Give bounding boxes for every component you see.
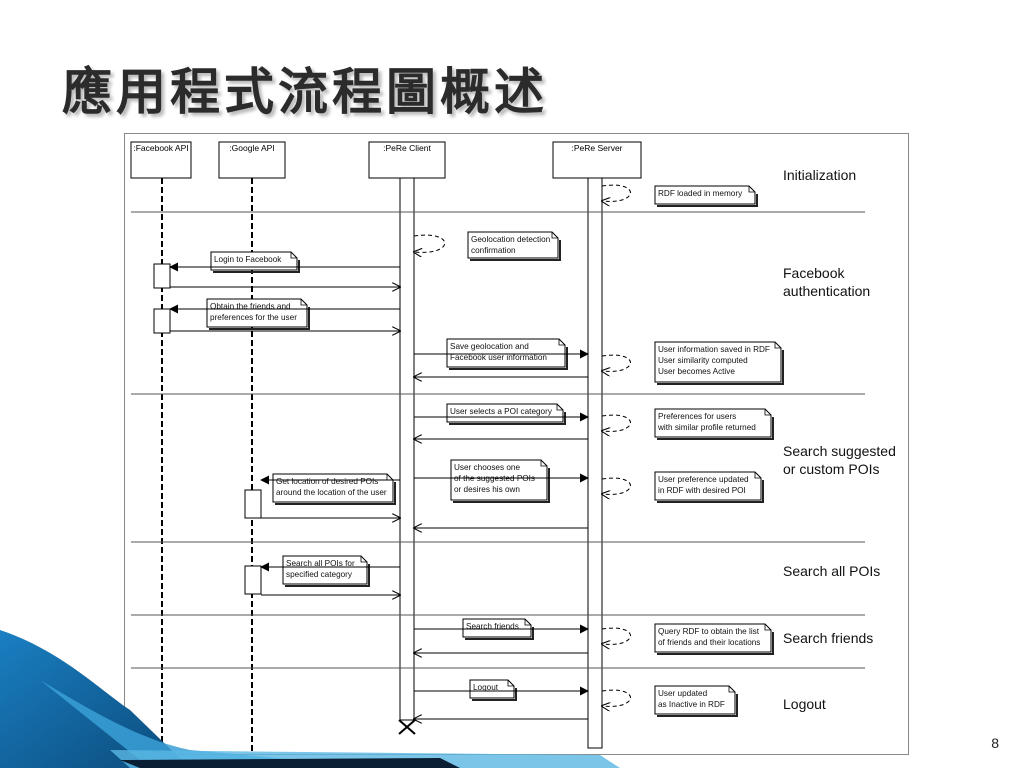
participant-label: :Google API (229, 143, 274, 153)
note-box (654, 471, 762, 501)
note-box (654, 685, 736, 715)
note-fold (748, 186, 755, 193)
note-text: RDF loaded in memory (658, 189, 743, 198)
note-shadow (449, 412, 566, 425)
note-shadow (657, 350, 784, 385)
sequence-diagram: :Facebook API :Google API :PeRe Client :PeR… (124, 133, 909, 755)
sequence-diagram-svg: :Facebook API :Google API :PeRe Client :PeR… (130, 141, 896, 754)
activation-pere-client (399, 177, 415, 721)
note-fold (360, 556, 367, 563)
self-call-arrow (602, 627, 631, 644)
note-text: User selects a POI category (450, 407, 553, 416)
participant-label: :PeRe Server (571, 143, 622, 153)
participant-label: :Facebook API (133, 143, 188, 153)
note-shadow (209, 307, 310, 330)
lifeline-head-pere-server (552, 141, 642, 179)
page-number: 8 (991, 735, 999, 751)
note-shadow (465, 627, 534, 640)
note-fold (524, 619, 531, 626)
note-box (206, 298, 308, 328)
note-box (462, 618, 532, 638)
note-shadow (470, 240, 561, 261)
note-box (654, 623, 772, 653)
section-label: Search friends (783, 630, 873, 646)
section-label: Initialization (783, 167, 856, 183)
self-call-arrow (602, 477, 631, 494)
note-text: Search friends (466, 622, 519, 631)
note-box (654, 408, 772, 438)
note-fold (290, 252, 297, 259)
note-box (282, 555, 368, 585)
note-fold (556, 404, 563, 411)
self-call-arrow (602, 184, 631, 201)
self-call-arrow (414, 234, 445, 252)
note-box (654, 185, 756, 205)
lifeline-head-facebook-api (130, 141, 192, 179)
decorative-swoosh (0, 630, 620, 768)
note-box (654, 341, 782, 383)
note-box (450, 459, 548, 501)
lifeline-head-pere-client (368, 141, 446, 179)
slide-title: 應用程式流程圖概述 (62, 63, 548, 121)
note-fold (774, 342, 781, 349)
note-fold (558, 339, 565, 346)
note-fold (764, 624, 771, 631)
note-text: Logout (473, 683, 499, 692)
section-label: Search all POIs (783, 563, 880, 579)
note-shadow (657, 694, 738, 717)
note-box (469, 679, 515, 699)
note-shadow (285, 564, 370, 587)
note-fold (728, 686, 735, 693)
destroy-mark-icon (398, 719, 416, 735)
note-fold (764, 409, 771, 416)
note-fold (754, 472, 761, 479)
activation-box (244, 489, 262, 519)
activation-box (153, 308, 171, 334)
activation-box (153, 263, 171, 289)
note-shadow (657, 480, 764, 503)
note-box (446, 338, 566, 368)
note-shadow (657, 417, 774, 440)
note-fold (540, 460, 547, 467)
note-shadow (657, 632, 774, 655)
note-shadow (657, 194, 758, 207)
activation-box (244, 565, 262, 595)
self-call-arrow (602, 414, 631, 431)
self-call-arrow (602, 354, 631, 371)
activation-pere-server (587, 177, 603, 749)
note-box (272, 473, 394, 503)
note-fold (300, 299, 307, 306)
lifeline-head-google-api (218, 141, 286, 179)
note-text: Login to Facebook (214, 255, 282, 264)
note-shadow (453, 468, 550, 503)
self-call-arrow (602, 689, 631, 706)
note-box (467, 231, 559, 259)
note-shadow (472, 688, 517, 701)
note-fold (551, 232, 558, 239)
participant-label: :PeRe Client (383, 143, 431, 153)
note-fold (507, 680, 514, 687)
section-label: Logout (783, 696, 826, 712)
note-shadow (213, 260, 300, 273)
note-shadow (275, 482, 396, 505)
